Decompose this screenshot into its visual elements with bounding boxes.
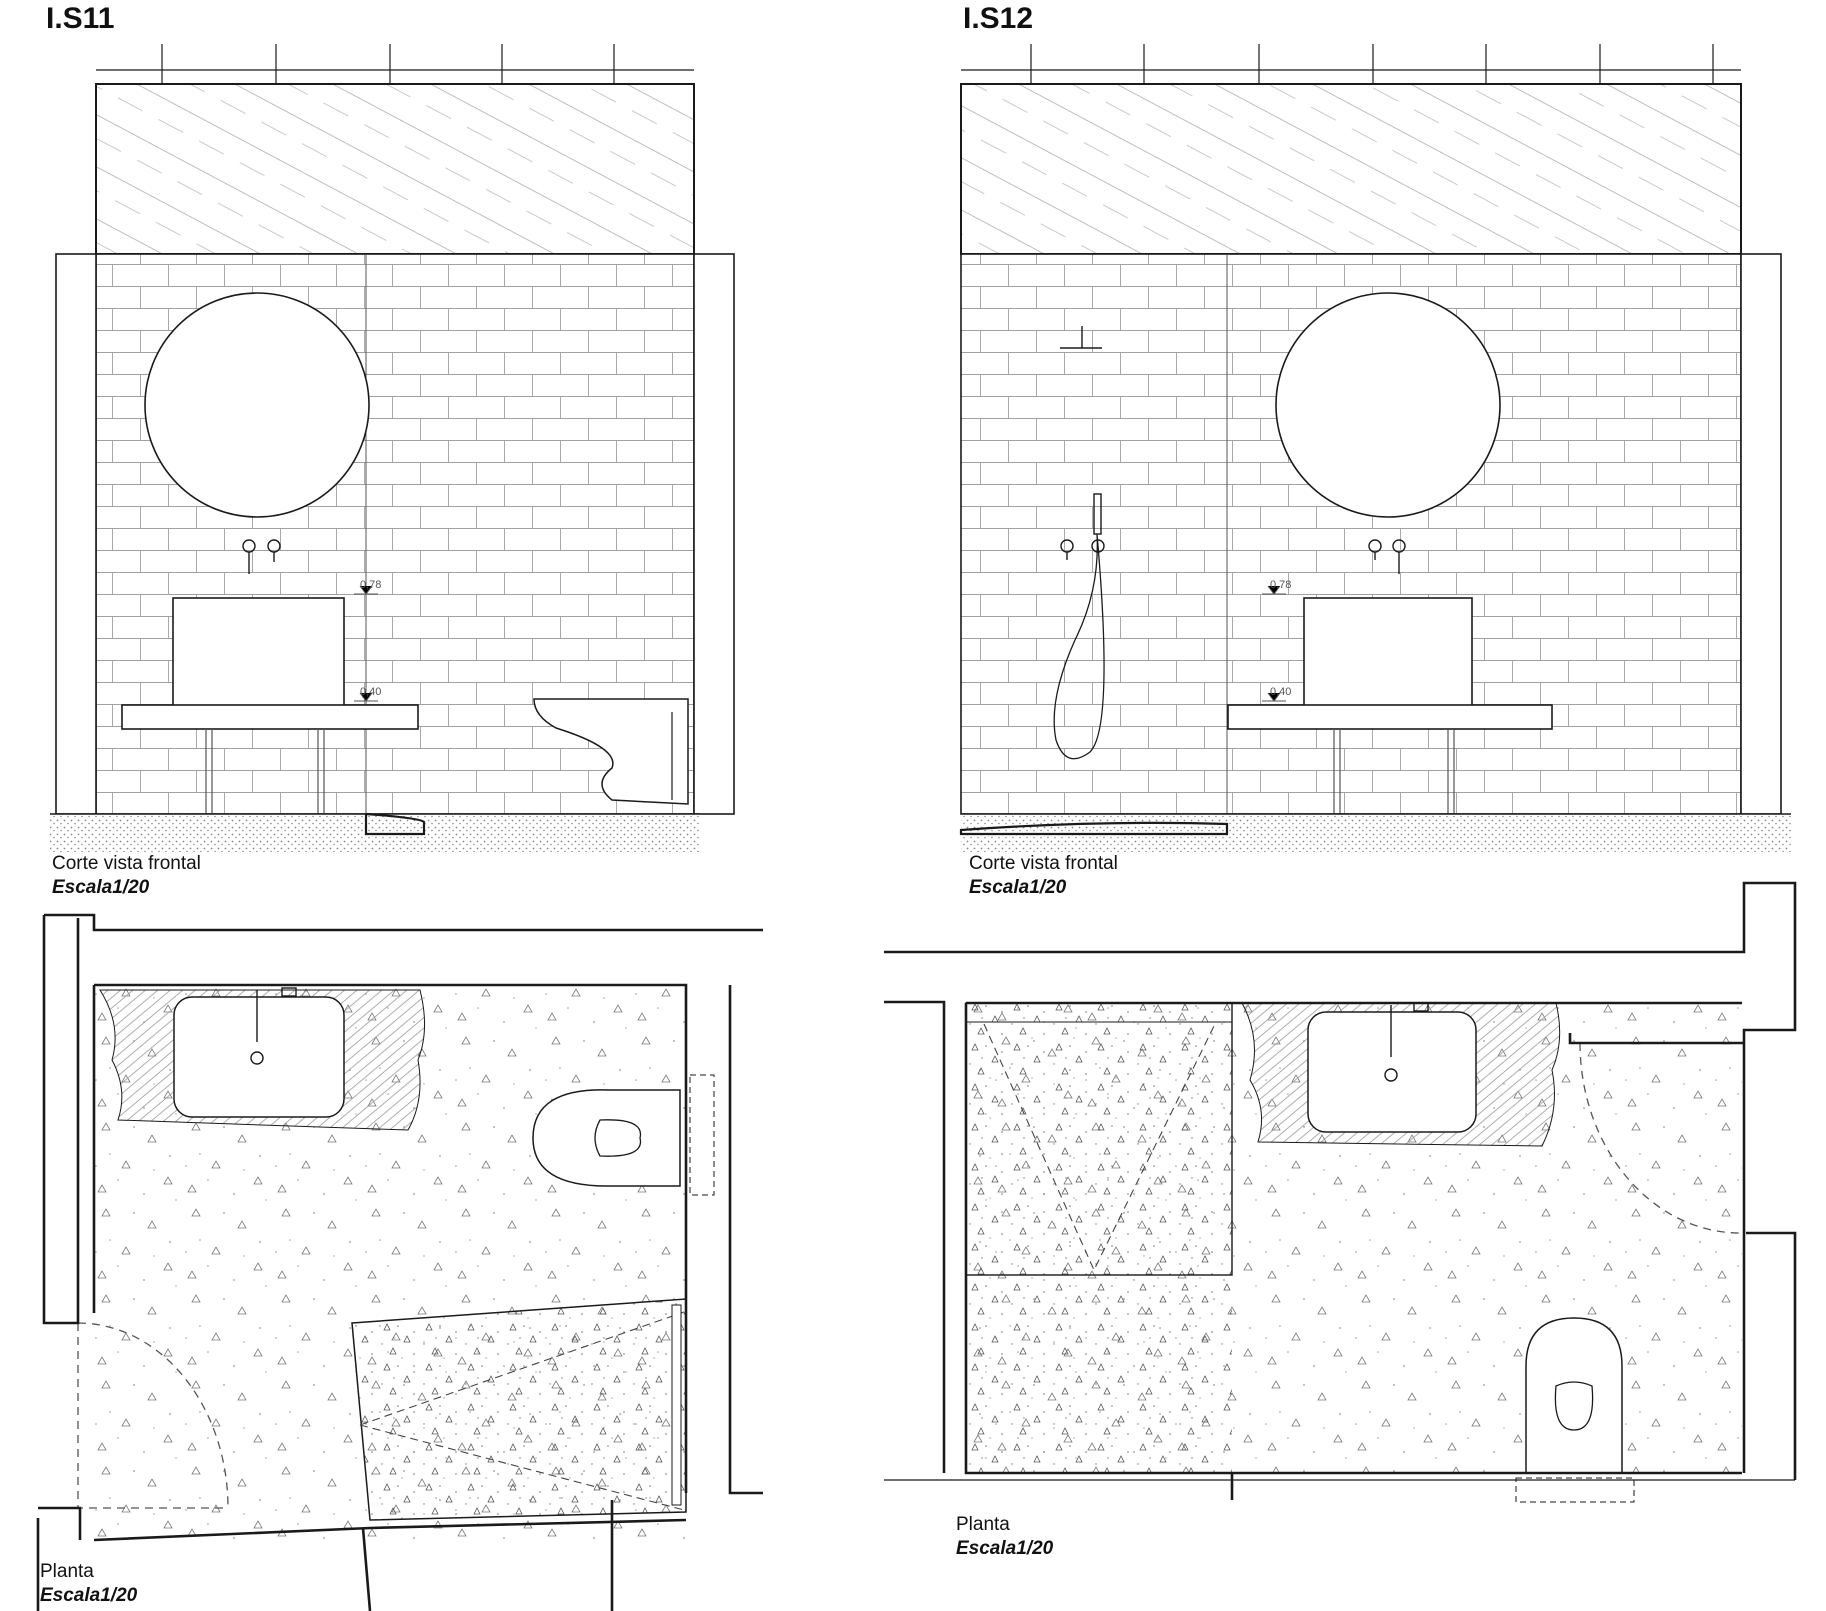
is11-plan-caption-text: Planta: [40, 1561, 94, 1582]
is11-plan-scale: Escala1/20: [40, 1585, 138, 1606]
is11-plan: [36, 913, 763, 1611]
is11-toilet-plan: [532, 1089, 681, 1187]
is11-round-mirror: [144, 292, 370, 518]
is12-ceiling-hangers: [961, 44, 1741, 84]
is12-door-swing: [1579, 1042, 1741, 1234]
is12-ceiling-void: [960, 83, 1742, 255]
is11-washbasin: [172, 597, 345, 707]
is11-basin-plan: [173, 996, 345, 1118]
is11-dim-lower: 0,40: [360, 686, 381, 698]
is11-countertop: [121, 704, 419, 730]
is11-basin-tap: [250, 987, 297, 1065]
is12-plan-caption: Planta Escala1/20: [956, 1515, 1053, 1558]
is12-right-wall: [1740, 253, 1782, 815]
is11-elevation-caption: Corte vista frontal Escala1/20: [52, 854, 201, 897]
is11-ceiling-void: [95, 83, 695, 255]
is12-countertop: [1227, 704, 1553, 730]
is11-ceiling-hangers: [96, 44, 694, 84]
is11-shower-tray: [351, 1298, 687, 1521]
is11-elevation-caption-text: Corte vista frontal: [52, 853, 201, 874]
is12-round-mirror: [1275, 292, 1501, 518]
is11-door-swing: [77, 1322, 229, 1509]
is12-faucet: [1368, 539, 1406, 574]
is12-plan-caption-text: Planta: [956, 1514, 1010, 1535]
is11-elevation: 0,78 0,40: [50, 44, 735, 852]
is12-elevation-caption: Corte vista frontal Escala1/20: [969, 854, 1118, 897]
is12-shower-head: [1060, 326, 1102, 349]
is12-elevation-scale: Escala1/20: [969, 877, 1067, 898]
is12-shower-hose: [1053, 533, 1105, 760]
is11-wall-toilet: [533, 698, 689, 805]
is12-plan-walls: [884, 881, 1797, 1500]
is11-side-walls: [55, 253, 735, 815]
is11-dim-upper: 0,78: [360, 579, 381, 591]
is12-plan: [884, 881, 1797, 1503]
is11-counter-legs: [205, 729, 325, 814]
is12-elevation: 0,78 0,40: [959, 44, 1791, 852]
is11-level-marks: [354, 585, 378, 702]
is12-counter-legs: [1333, 729, 1455, 814]
is12-dim-upper: 0,78: [1270, 579, 1291, 591]
is12-basin-plan: [1307, 1011, 1477, 1133]
panel-title-is12: I.S12: [963, 2, 1034, 35]
is12-dim-lower: 0,40: [1270, 686, 1291, 698]
is12-toilet-plan: [1525, 1317, 1623, 1474]
is12-washbasin: [1303, 597, 1473, 707]
is11-plan-walls: [36, 913, 763, 1611]
is12-shower-area: [965, 1002, 1233, 1473]
is11-faucet: [242, 539, 281, 574]
is11-elevation-scale: Escala1/20: [52, 877, 150, 898]
is12-elevation-caption-text: Corte vista frontal: [969, 853, 1118, 874]
is11-plan-caption: Planta Escala1/20: [40, 1562, 137, 1605]
is12-plan-scale: Escala1/20: [956, 1538, 1054, 1559]
panel-title-is11: I.S11: [46, 2, 115, 35]
is12-level-marks: [1262, 585, 1286, 702]
